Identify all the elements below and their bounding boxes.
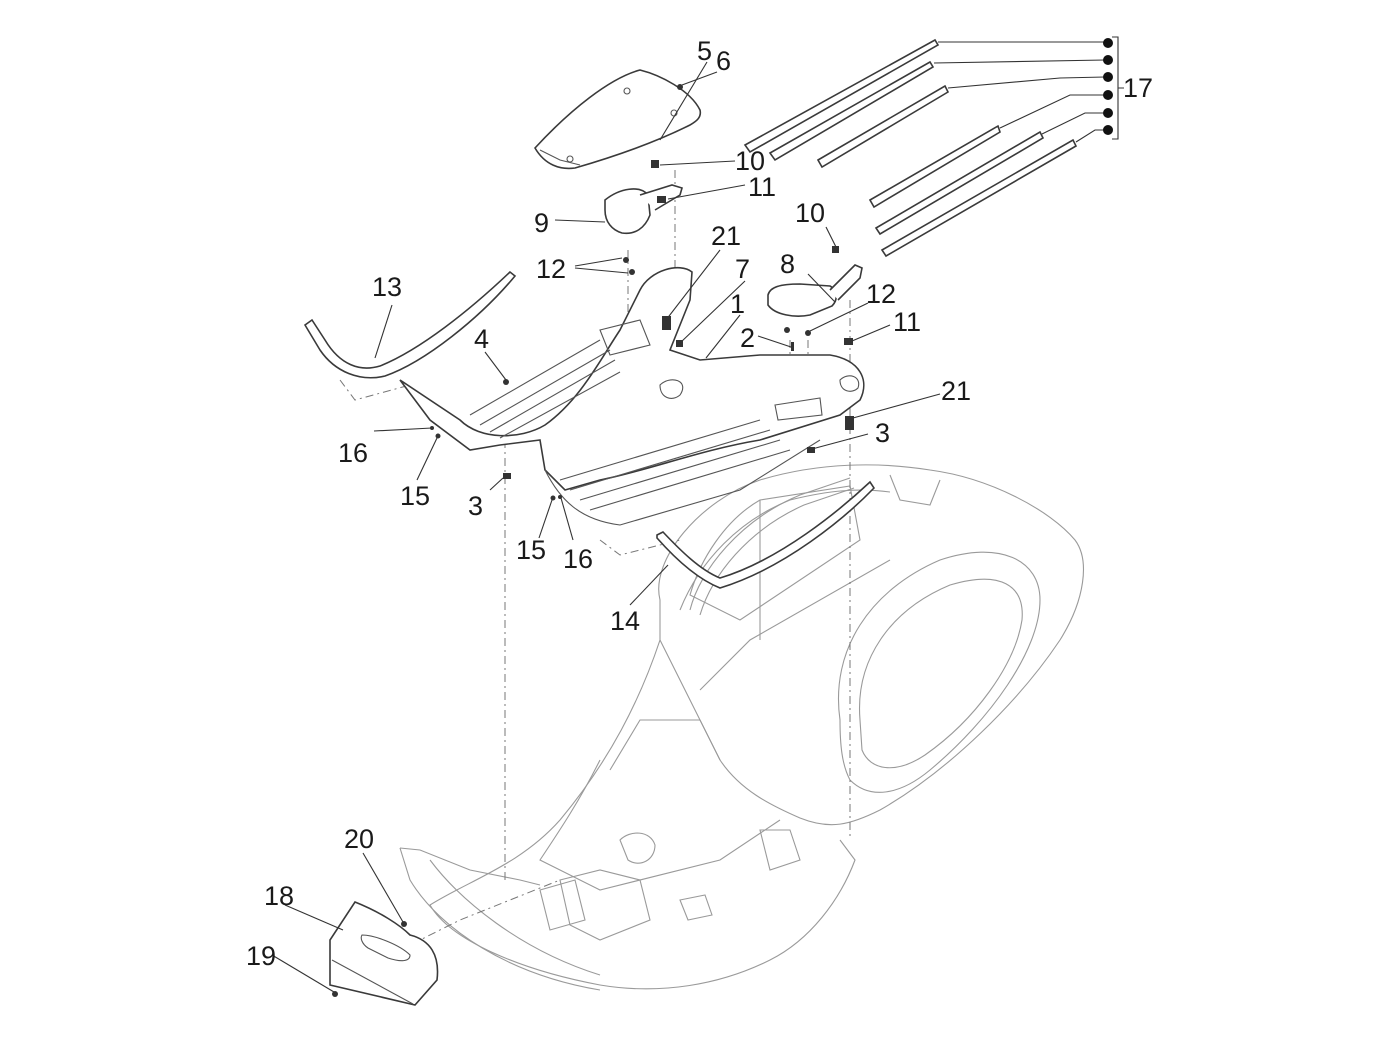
callout-7: 7 xyxy=(735,254,750,284)
callout-17: 17 xyxy=(1123,73,1153,103)
callout-3b: 3 xyxy=(875,418,890,448)
callout-10b: 10 xyxy=(795,198,825,228)
front-lower-cover[interactable] xyxy=(329,901,439,1006)
callout-10a: 10 xyxy=(735,146,765,176)
rubber-strip[interactable] xyxy=(880,138,1078,258)
callout-13: 13 xyxy=(372,272,402,302)
screw-19 xyxy=(332,991,338,997)
strip-marker-dot xyxy=(1103,38,1113,48)
callout-6: 6 xyxy=(716,46,731,76)
callout-1: 1 xyxy=(730,289,745,319)
callout-11b: 11 xyxy=(893,307,921,337)
left-bracket-pad[interactable] xyxy=(604,184,683,235)
scooter-body-frame xyxy=(399,464,1084,991)
nut-12c xyxy=(784,327,790,333)
screw-6 xyxy=(677,84,683,90)
callout-3a: 3 xyxy=(468,491,483,521)
nut-12b xyxy=(629,269,635,275)
callout-14: 14 xyxy=(610,606,640,636)
callout-19: 19 xyxy=(246,941,276,971)
rubber-strip[interactable] xyxy=(743,38,940,154)
fastener-7 xyxy=(676,340,683,347)
strip-marker-dot xyxy=(1103,72,1113,82)
rubber-strip[interactable] xyxy=(768,60,935,162)
callout-4: 4 xyxy=(474,324,489,354)
rubber-strip[interactable] xyxy=(868,124,1001,209)
callout-8: 8 xyxy=(780,249,795,279)
nut-20 xyxy=(401,921,407,927)
callout-16a: 16 xyxy=(338,438,368,468)
callout-2: 2 xyxy=(740,323,755,353)
fasteners xyxy=(332,84,854,997)
screw-15-right xyxy=(550,495,556,501)
rubber-strip[interactable] xyxy=(816,84,950,169)
nut-12d xyxy=(805,330,811,336)
callout-11a: 11 xyxy=(748,172,776,202)
callout-12b: 12 xyxy=(866,279,896,309)
screw-10-left xyxy=(651,160,659,168)
rivet-21-right xyxy=(845,416,854,430)
clip-11-right xyxy=(844,338,853,345)
strip-marker-dot xyxy=(1103,90,1113,100)
callout-20: 20 xyxy=(344,824,374,854)
callout-labels: 5 6 10 11 9 21 12 7 10 8 13 1 12 11 2 4 … xyxy=(246,36,1153,971)
strip-marker-dot xyxy=(1103,108,1113,118)
leader-lines xyxy=(271,61,941,993)
callout-9: 9 xyxy=(534,208,549,238)
clip-11-left xyxy=(657,196,666,203)
callout-15a: 15 xyxy=(400,481,430,511)
callout-21b: 21 xyxy=(941,376,971,406)
callout-16b: 16 xyxy=(563,544,593,574)
rubber-strip[interactable] xyxy=(874,130,1045,236)
callout-18: 18 xyxy=(264,881,294,911)
strip-marker-dot xyxy=(1103,55,1113,65)
clip-3-left xyxy=(503,473,511,479)
screw-15-left xyxy=(435,433,441,439)
strip-marker-dot xyxy=(1103,125,1113,135)
callout-12a: 12 xyxy=(536,254,566,284)
left-edge-trim[interactable] xyxy=(303,270,517,379)
rubber-strips-set[interactable] xyxy=(743,36,1124,258)
callout-15b: 15 xyxy=(516,535,546,565)
callout-21a: 21 xyxy=(711,221,741,251)
screw-4 xyxy=(503,379,509,385)
right-edge-trim[interactable] xyxy=(656,480,876,589)
rivet-21-left xyxy=(662,316,671,330)
tunnel-cover[interactable] xyxy=(534,69,702,170)
screw-10-right xyxy=(832,246,839,253)
right-bracket-pad[interactable] xyxy=(767,264,863,317)
callout-5: 5 xyxy=(697,36,712,66)
footboard-floor-panel[interactable] xyxy=(399,266,865,526)
screw-2 xyxy=(791,342,794,351)
clip-3-right xyxy=(807,447,815,453)
nut-12a xyxy=(623,257,629,263)
